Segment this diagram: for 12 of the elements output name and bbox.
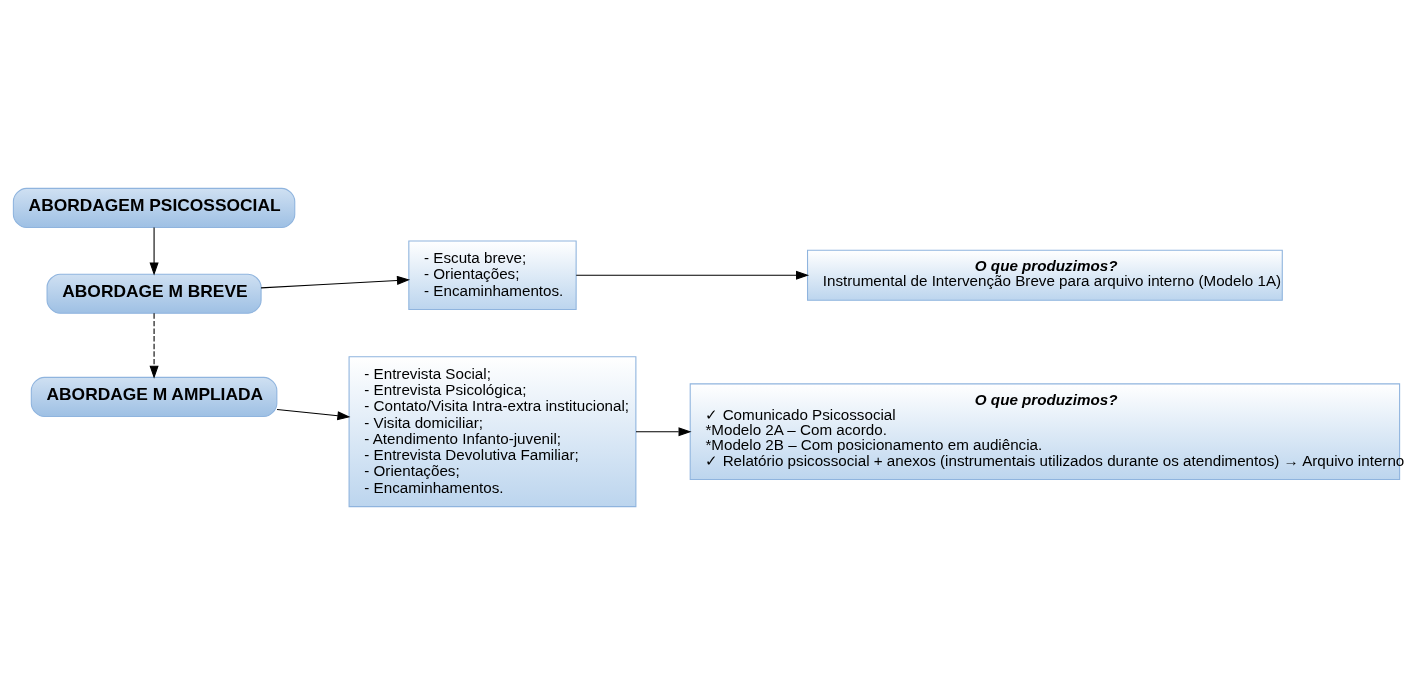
- arrow: [260, 275, 411, 289]
- node-box: - Entrevista Social; - Entrevista Psicológica; - Contato/Visita Intra-extra institucional; - Visita domiciliar; - Atendimento Infanto-juvenil; - Entrevista Devolutiva Familiar; - Orientações; - Encaminhamentos.: [348, 356, 637, 508]
- node-box: ABORDAGEM PSICOSSOCIAL: [12, 187, 296, 228]
- arrow: [575, 270, 810, 280]
- node-box: ABORDAGE M AMPLIADA: [30, 376, 278, 418]
- arrow: [149, 312, 159, 379]
- node-box: ABORDAGE M BREVE: [46, 273, 262, 314]
- node-box: - Escuta breve; - Orientações; - Encaminhamentos.: [408, 240, 577, 311]
- node-box: O que produzimos? Instrumental de Intervenção Breve para arquivo interno (Modelo 1A): [807, 249, 1283, 301]
- arrow: [149, 226, 159, 276]
- arrow: [635, 427, 692, 437]
- arrow: [276, 409, 351, 421]
